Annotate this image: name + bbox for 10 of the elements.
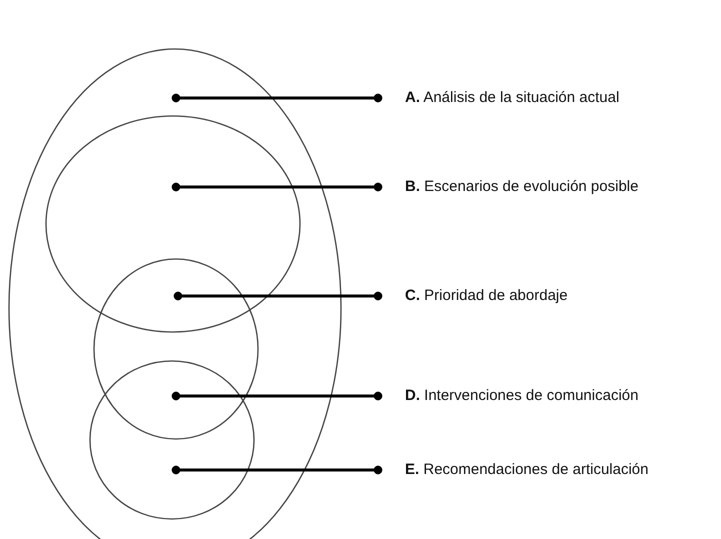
leader-line (172, 466, 382, 474)
leader-line (172, 392, 382, 400)
leader-line (174, 292, 382, 300)
leader-line (172, 182, 382, 192)
label-text: A. Análisis de la situación actual (405, 88, 620, 108)
label-text: B. Escenarios de evolución posible (405, 177, 638, 197)
label-text: E. Recomendaciones de articulación (405, 460, 648, 480)
leader-line (172, 94, 382, 102)
label-text: D. Intervenciones de comunicación (405, 386, 638, 406)
label-text: C. Prioridad de abordaje (405, 286, 568, 306)
